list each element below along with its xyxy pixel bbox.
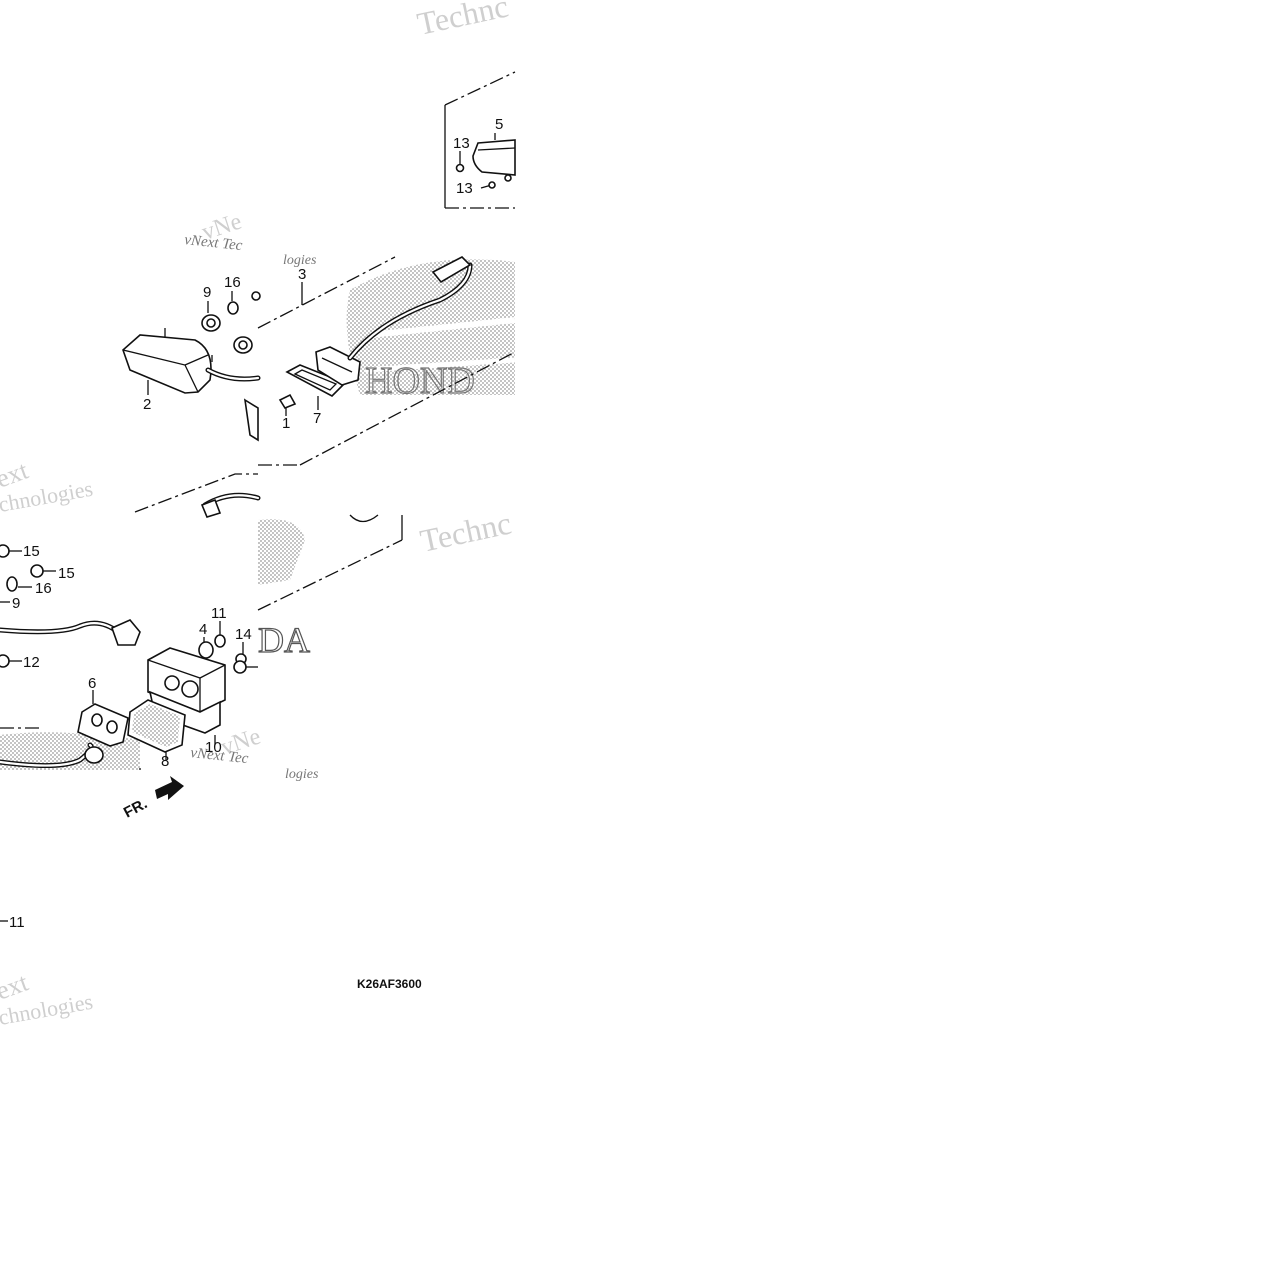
taillight-assembly: HOND xyxy=(122,256,516,466)
callout-15a: 15 xyxy=(23,543,40,560)
svg-text:DA: DA xyxy=(258,620,310,660)
callout-5: 5 xyxy=(495,116,503,133)
callout-6: 6 xyxy=(88,675,96,692)
front-arrow-icon: FR. xyxy=(121,776,184,822)
callout-16a: 16 xyxy=(224,274,241,291)
watermark-3: logies xyxy=(283,253,317,268)
callout-8: 8 xyxy=(161,753,169,770)
callout-15b: 15 xyxy=(58,565,75,582)
front-arrow-label: FR. xyxy=(121,795,150,821)
callout-3: 3 xyxy=(298,266,306,283)
callout-16b: 16 xyxy=(35,580,52,597)
license-light-detail xyxy=(444,71,516,209)
callout-1: 1 xyxy=(282,415,290,432)
svg-text:HOND: HOND xyxy=(365,360,475,402)
watermark-9: vNext Tec xyxy=(190,745,250,767)
watermark-1: Technc xyxy=(414,0,511,42)
watermark-10: logies xyxy=(285,767,319,782)
diagram-code: K26AF3600 xyxy=(357,977,422,991)
watermark-2: vNext Tec xyxy=(184,232,244,254)
callout-12: 12 xyxy=(23,654,40,671)
watermark-7: Technc xyxy=(417,505,514,559)
lower-assembly: DA xyxy=(0,473,403,822)
callout-4: 4 xyxy=(199,621,207,638)
callout-13a: 13 xyxy=(453,135,470,152)
callout-10: 10 xyxy=(205,739,222,756)
callout-2: 2 xyxy=(143,396,151,413)
callout-7: 7 xyxy=(313,410,321,427)
callout-9b: 9 xyxy=(12,595,20,612)
page-ref: 11 xyxy=(9,914,25,931)
callout-14: 14 xyxy=(235,626,252,643)
callout-11: 11 xyxy=(211,605,227,622)
callout-13b: 13 xyxy=(456,180,473,197)
callout-9a: 9 xyxy=(203,284,211,301)
